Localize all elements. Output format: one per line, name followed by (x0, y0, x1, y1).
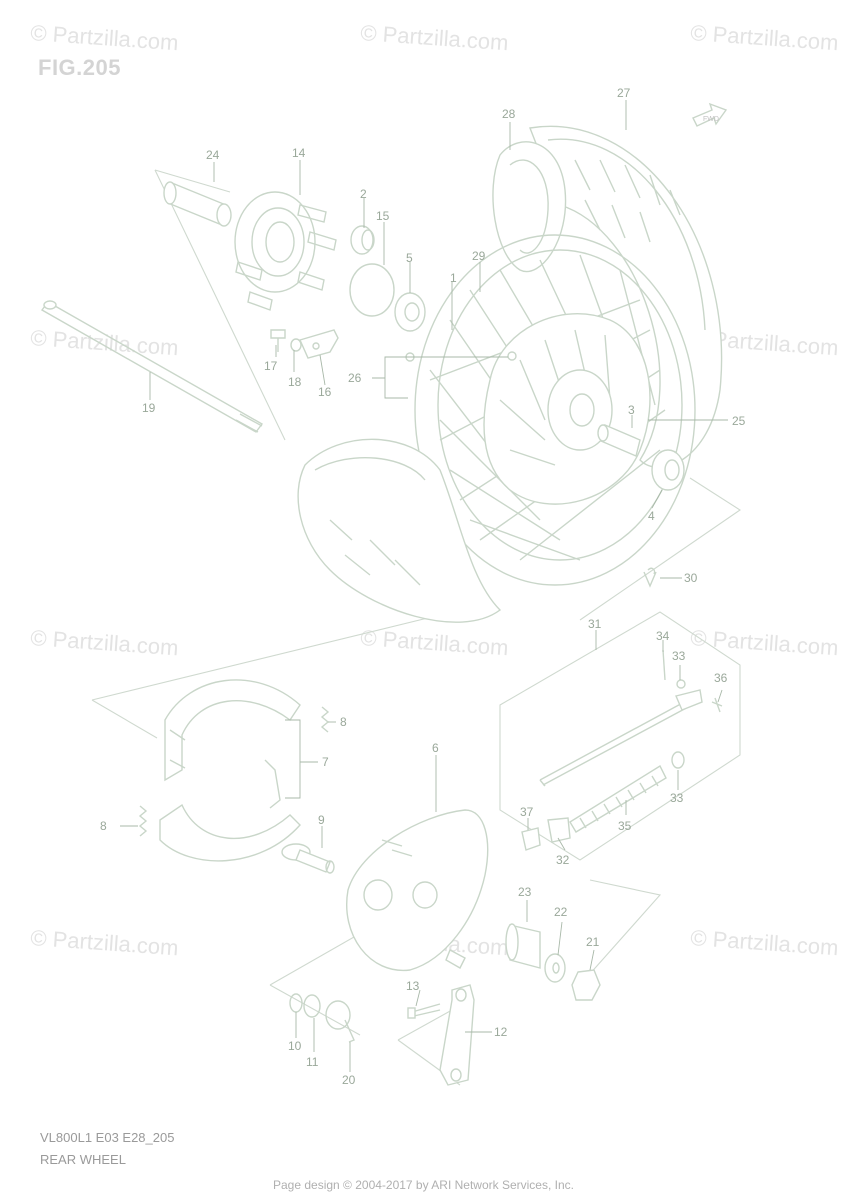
hub-small-parts (349, 225, 426, 332)
watermark: © Partzilla.com (30, 325, 180, 360)
callout-37: 37 (520, 805, 534, 819)
callout-33: 33 (672, 649, 686, 663)
axle-right-hardware (505, 923, 601, 1001)
callout-1: 1 (450, 271, 457, 285)
callout-28: 28 (502, 107, 516, 121)
callout-16: 16 (318, 385, 332, 399)
callout-numbers: 1 2 3 4 5 6 7 8 8 9 10 11 12 13 14 15 16… (100, 86, 746, 1087)
callout-9: 9 (318, 813, 325, 827)
rear-tire-and-tube (492, 125, 723, 469)
valve (405, 351, 517, 362)
callout-17: 17 (264, 359, 278, 373)
callout-24: 24 (206, 148, 220, 162)
brake-panel (346, 809, 489, 972)
callout-12: 12 (494, 1025, 508, 1039)
spacer (163, 181, 232, 227)
brake-cam-lever (407, 984, 475, 1086)
callout-34: 34 (656, 629, 670, 643)
watermark: © Partzilla.com (30, 925, 180, 960)
callout-27: 27 (617, 86, 631, 100)
callout-15: 15 (376, 209, 390, 223)
callout-18: 18 (288, 375, 302, 389)
watermark: © Partzilla.com (690, 925, 840, 960)
callout-35: 35 (618, 819, 632, 833)
callout-5: 5 (406, 251, 413, 265)
rear-wheel-rim (414, 234, 696, 586)
leader-lines (120, 100, 728, 1072)
callout-11: 11 (306, 1055, 319, 1069)
callout-13: 13 (406, 979, 420, 993)
wheel-right-parts (597, 424, 685, 588)
callout-6: 6 (432, 741, 439, 755)
cam-indicator-parts (289, 993, 355, 1043)
callout-19: 19 (142, 401, 156, 415)
callout-22: 22 (554, 905, 568, 919)
callout-30: 30 (684, 571, 698, 585)
section-name: REAR WHEEL (40, 1152, 126, 1167)
forward-arrow-label: FWD (703, 116, 719, 123)
callout-10: 10 (288, 1039, 302, 1053)
watermark: © Partzilla.com (30, 625, 180, 660)
rear-tire-lower (297, 438, 502, 623)
callout-14: 14 (292, 146, 306, 160)
watermark: © Partzilla.com (690, 625, 840, 660)
callout-20: 20 (342, 1073, 356, 1087)
drive-hub (234, 191, 337, 311)
callout-8: 8 (100, 819, 107, 833)
forward-arrow-icon: FWD (692, 102, 728, 127)
watermark: © Partzilla.com (690, 20, 840, 55)
figure-title: FIG.205 (38, 55, 121, 80)
callout-26: 26 (348, 371, 362, 385)
page-footer: Page design © 2004-2017 by ARI Network S… (272, 1178, 574, 1192)
callout-25: 25 (732, 414, 746, 428)
callout-2: 2 (360, 187, 367, 201)
callout-23: 23 (518, 885, 532, 899)
brake-camshaft (281, 843, 335, 874)
rear-axle (40, 300, 264, 433)
watermark: © Partzilla.com (30, 20, 180, 55)
callout-4: 4 (648, 509, 655, 523)
callout-21: 21 (586, 935, 600, 949)
watermark: © Partzilla.com (360, 625, 510, 660)
watermark: © Partzilla.com (360, 20, 510, 55)
callout-36: 36 (714, 671, 728, 685)
brake-rod-assembly (521, 649, 723, 851)
hub-fasteners (270, 329, 339, 359)
callout-31: 31 (588, 617, 602, 631)
callout-32: 32 (556, 853, 570, 867)
callout-33: 33 (670, 791, 684, 805)
callout-7: 7 (322, 755, 329, 769)
callout-8: 8 (340, 715, 347, 729)
model-code: VL800L1 E03 E28_205 (40, 1130, 175, 1145)
callout-29: 29 (472, 249, 486, 263)
callout-3: 3 (628, 403, 635, 417)
